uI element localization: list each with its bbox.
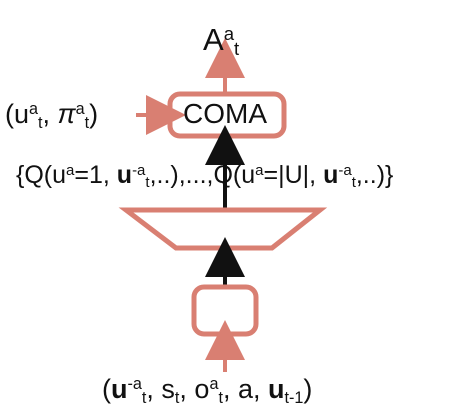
q-sup-2: -a: [132, 161, 146, 179]
critic-part-3: , o: [179, 374, 210, 404]
policy-input-u-sub: t: [38, 113, 43, 132]
q-separator: .,: [199, 161, 214, 189]
encoder-box: [191, 284, 259, 337]
policy-input-comma: ,: [42, 99, 58, 129]
coma-label: COMA: [183, 98, 267, 129]
q-sub-2: t: [145, 174, 150, 192]
q-sub-4: t: [351, 174, 356, 192]
q-open-1: {Q(u: [16, 161, 67, 189]
critic-part-4: , a,: [222, 374, 268, 404]
critic-open: (: [102, 374, 111, 404]
q-sup-4: -a: [338, 161, 352, 179]
policy-input-label: (uat, πat): [5, 99, 99, 131]
critic-sup-1: -a: [127, 375, 142, 394]
output-base-text: A: [203, 22, 224, 57]
output-sub-text: t: [234, 38, 240, 60]
critic-input-label: (u-at, st, oat, a, ut-1): [102, 374, 313, 406]
policy-input-pi: π: [57, 99, 76, 129]
policy-input-pi-sup: a: [75, 100, 85, 119]
output-label: Aat: [203, 22, 239, 58]
critic-sub-1: t: [141, 388, 147, 407]
critic-part-2: , s: [146, 374, 175, 404]
policy-input-pi-sub: t: [84, 113, 90, 132]
critic-close: ): [303, 374, 313, 404]
q-eq-2: =|U|,: [263, 161, 324, 189]
policy-input-open: (u: [5, 99, 30, 129]
critic-sub-3: t: [218, 388, 223, 407]
q-tail-2: ,..)}: [355, 161, 394, 189]
critic-bold-4: u: [268, 374, 285, 404]
critic-sub-4: t-1: [284, 388, 304, 407]
critic-sup-3: a: [209, 375, 219, 394]
critic-network-trapezoid: [118, 207, 328, 251]
policy-input-u-sup: a: [29, 100, 39, 119]
q-sup-3: a: [255, 161, 264, 179]
q-open-2: Q(u: [213, 161, 256, 189]
critic-sub-2: t: [174, 388, 180, 407]
q-bold-1: u: [116, 161, 133, 189]
q-tail-1: ,..),..: [149, 161, 200, 189]
q-values-label: {Q(ua=1, u-at,..),...,Q(ua=|U|, u-at,..)…: [16, 161, 394, 192]
output-sup-text: a: [223, 22, 235, 44]
q-eq-1: =1,: [74, 161, 117, 189]
critic-bold-1: u: [111, 374, 128, 404]
q-sup-1: a: [66, 161, 75, 179]
q-bold-2: u: [323, 161, 339, 189]
policy-input-close: ): [89, 99, 99, 129]
